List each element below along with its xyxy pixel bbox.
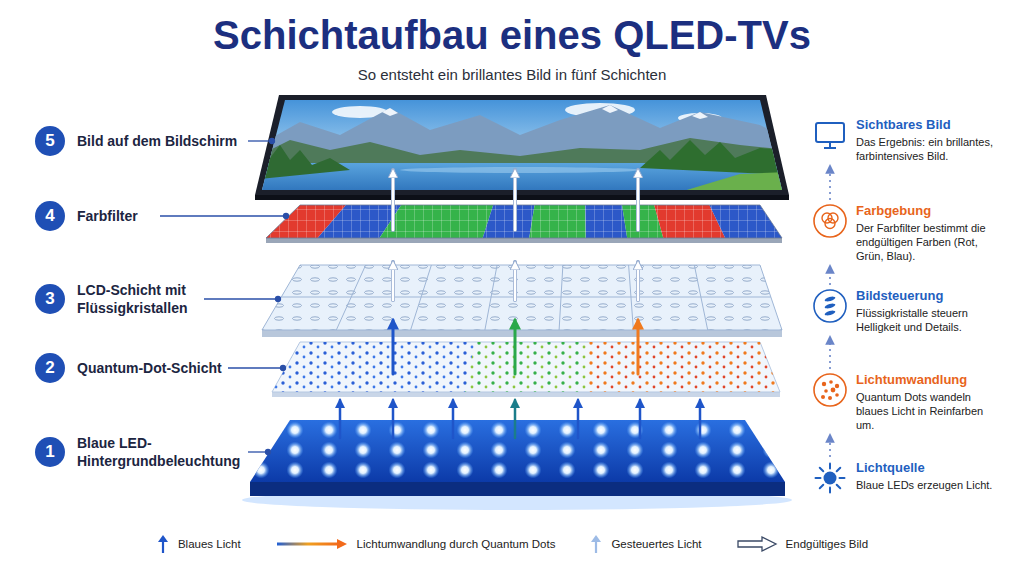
flow-arrow <box>829 435 831 457</box>
color-filter-layer <box>266 205 782 243</box>
layer-callout: 4 Farbfilter <box>35 201 138 231</box>
step-description: Blaue LEDs erzeugen Licht. <box>856 478 998 492</box>
step-item: FarbgebungDer Farbfilter bestimmt die en… <box>812 203 998 263</box>
page-title: Schichtaufbau eines QLED-TVs <box>0 12 1024 58</box>
legend-sample <box>275 537 349 551</box>
step-icon <box>812 460 848 496</box>
legend-item: Gesteuertes Licht <box>589 534 701 554</box>
layer-label: Bild auf dem Bildschirm <box>77 132 237 150</box>
step-item: LichtumwandlungQuantum Dots wandeln blau… <box>812 372 998 432</box>
legend-text: Lichtumwandlung durch Quantum Dots <box>357 538 556 550</box>
step-icon <box>812 372 848 408</box>
layer-callout: 3 LCD-Schicht mit Flüssigkristallen <box>35 281 207 317</box>
layer-label: Quantum-Dot-Schicht <box>77 359 222 377</box>
lcd-layer <box>262 265 782 337</box>
legend-item: Lichtumwandlung durch Quantum Dots <box>275 537 556 551</box>
step-description: Flüssigkristalle steuern Helligkeit und … <box>856 306 998 334</box>
callout-number: 5 <box>35 126 65 156</box>
layer-callout: 2 Quantum-Dot-Schicht <box>35 353 222 383</box>
step-description: Der Farbfilter bestimmt die endgültigen … <box>856 221 998 263</box>
legend-sample <box>736 535 778 553</box>
led-backlight-layer <box>242 420 792 510</box>
step-item: Sichtbares BildDas Ergebnis: ein brillan… <box>812 117 998 163</box>
legend-item: Endgültiges Bild <box>736 535 868 553</box>
step-heading: Farbgebung <box>856 203 998 219</box>
callout-number: 2 <box>35 353 65 383</box>
step-icon <box>812 288 848 324</box>
legend-item: Blaues Licht <box>156 534 241 554</box>
step-heading: Lichtquelle <box>856 460 998 476</box>
step-heading: Lichtumwandlung <box>856 372 998 388</box>
subtitle: So entsteht ein brillantes Bild in fünf … <box>0 66 1024 84</box>
legend-text: Gesteuertes Licht <box>611 538 701 550</box>
callout-number: 3 <box>35 284 65 314</box>
tv-screen <box>250 95 790 200</box>
layer-callout: 5 Bild auf dem Bildschirm <box>35 126 237 156</box>
callout-number: 1 <box>35 437 65 467</box>
flow-arrow <box>829 266 831 285</box>
step-item: LichtquelleBlaue LEDs erzeugen Licht. <box>812 460 998 496</box>
step-icon <box>812 117 848 153</box>
step-heading: Sichtbares Bild <box>856 117 998 133</box>
layer-callout: 1 Blaue LED- Hintergrundbeleuchtung <box>35 434 247 470</box>
legend-text: Endgültiges Bild <box>786 538 868 550</box>
layer-label: LCD-Schicht mit Flüssigkristallen <box>77 281 207 317</box>
step-item: BildsteuerungFlüssigkristalle steuern He… <box>812 288 998 334</box>
step-icon <box>812 203 848 239</box>
callout-number: 4 <box>35 201 65 231</box>
legend-sample <box>589 534 603 554</box>
step-description: Quantum Dots wandeln blaues Licht in Rei… <box>856 390 998 432</box>
legend-sample <box>156 534 170 554</box>
light-arrows <box>340 170 700 438</box>
flow-arrow <box>829 166 831 200</box>
flow-arrow <box>829 337 831 369</box>
step-heading: Bildsteuerung <box>856 288 998 304</box>
legend: Blaues Licht Lichtumwandlung durch Quantu… <box>0 534 1024 554</box>
layer-label: Farbfilter <box>77 207 138 225</box>
legend-text: Blaues Licht <box>178 538 241 550</box>
layer-label: Blaue LED- Hintergrundbeleuchtung <box>77 434 247 470</box>
quantum-dot-layer <box>272 342 780 397</box>
step-description: Das Ergebnis: ein brillantes, farbintens… <box>856 135 998 163</box>
